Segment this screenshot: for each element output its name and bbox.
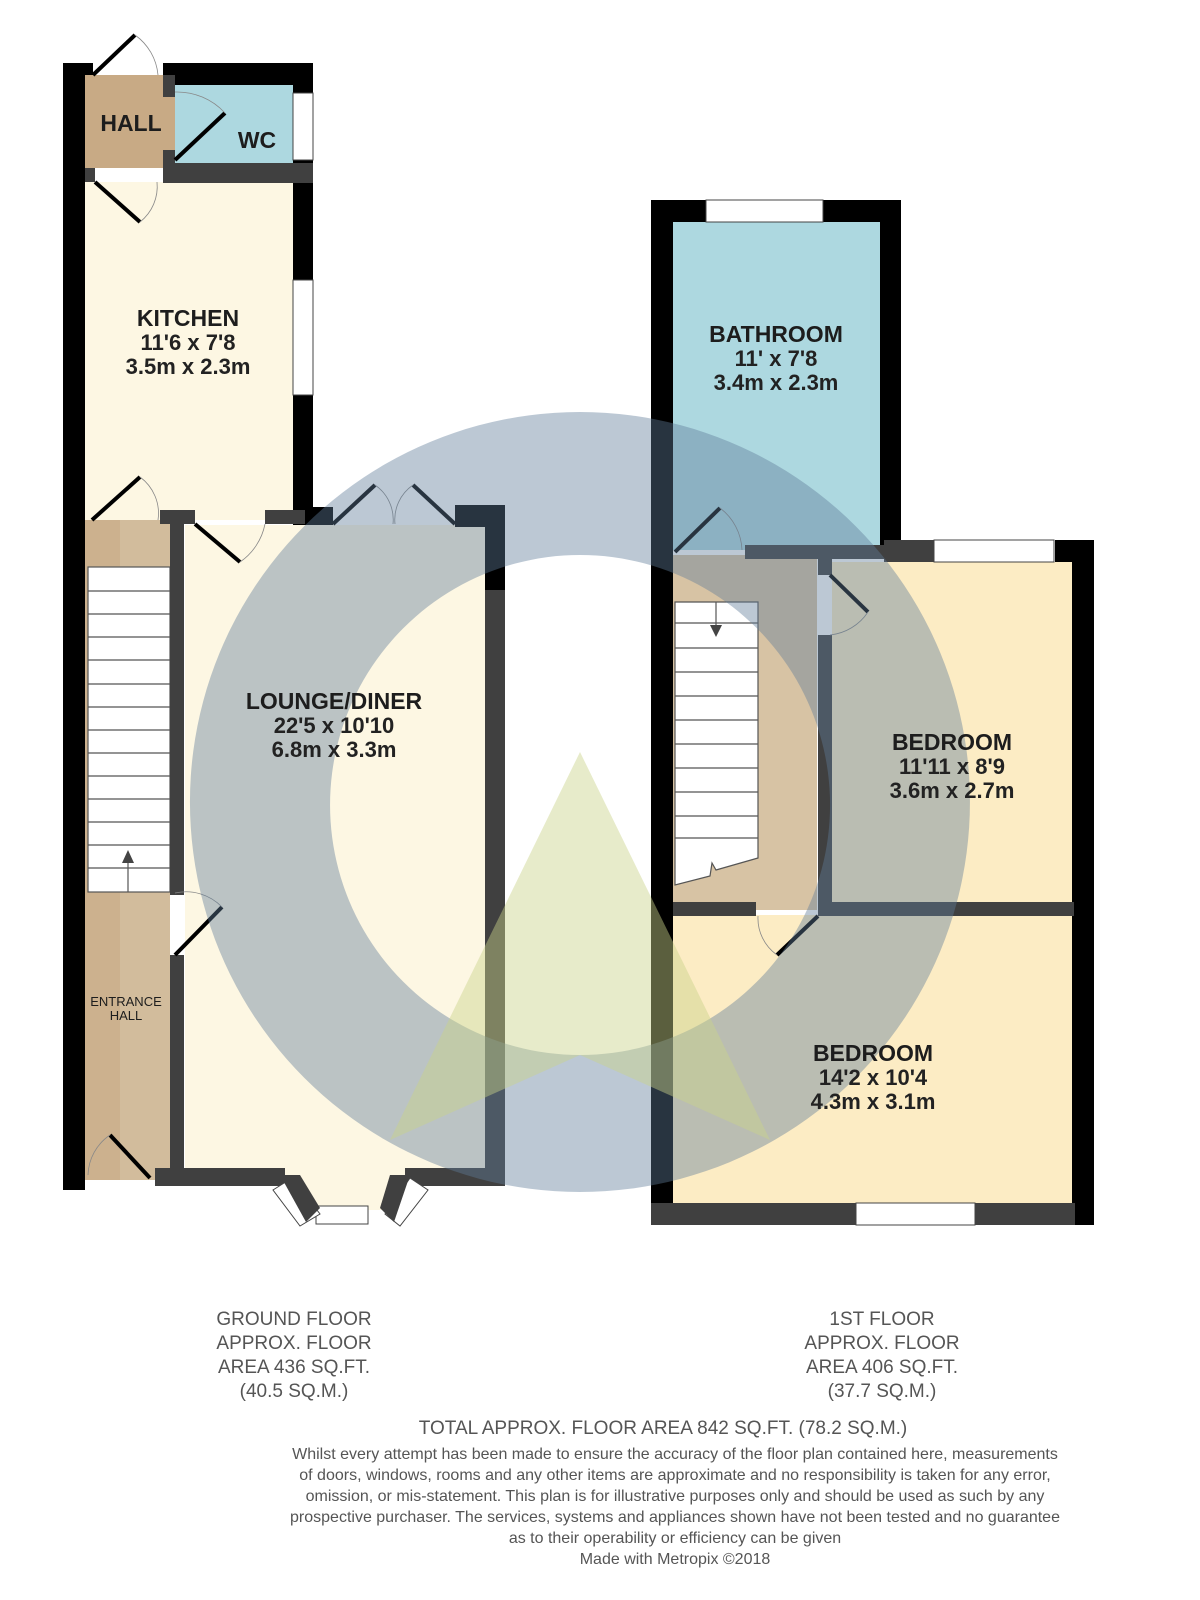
room-dimensions-imperial: 11'6 x 7'8 — [140, 330, 236, 356]
ground-floor-plan — [63, 33, 505, 1227]
room-label-bedroom-large: BEDROOM 14'2 x 10'4 4.3m x 3.1m — [810, 1040, 936, 1115]
bedroom-small-room — [832, 562, 1072, 902]
room-name: BEDROOM — [891, 729, 1013, 755]
first-floor-plan — [651, 199, 1094, 1226]
room-dimensions-metric: 3.5m x 2.3m — [125, 354, 251, 380]
lounge-door — [193, 522, 242, 564]
stairs-ground — [87, 566, 171, 893]
bedroom-large-room — [672, 915, 1072, 1203]
room-dimensions-imperial: 14'2 x 10'4 — [818, 1065, 928, 1091]
room-name: BATHROOM — [709, 321, 843, 347]
kitchen-door-bottom — [90, 475, 142, 522]
caption-area-sqft: AREA 436 SQ.FT. — [217, 1357, 371, 1378]
total-floor-area: TOTAL APPROX. FLOOR AREA 842 SQ.FT. (78.… — [418, 1418, 908, 1439]
lounge-hall-door — [173, 905, 224, 957]
disclaimer-line: Whilst every attempt has been made to en… — [292, 1446, 1058, 1463]
hall-room — [85, 75, 175, 168]
bathroom-window — [705, 199, 824, 223]
room-dimensions-imperial: 11' x 7'8 — [734, 346, 818, 372]
watermark-logo-icon — [189, 412, 970, 1192]
door-swings-first — [719, 507, 869, 956]
room-label-wc: WC — [237, 127, 277, 153]
room-dimensions-metric: 4.3m x 3.1m — [810, 1089, 936, 1115]
room-label-lounge-diner: LOUNGE/DINER 22'5 x 10'10 6.8m x 3.3m — [245, 688, 423, 763]
caption-area-sqm: (40.5 SQ.M.) — [239, 1381, 349, 1402]
wc-room — [175, 85, 295, 168]
ground-floor-caption: GROUND FLOOR APPROX. FLOOR AREA 436 SQ.F… — [216, 1308, 371, 1404]
disclaimer-line: of doors, windows, rooms and any other i… — [299, 1467, 1051, 1484]
first-outer-walls — [651, 200, 1094, 1225]
room-label-bathroom: BATHROOM 11' x 7'8 3.4m x 2.3m — [709, 321, 843, 396]
bedroom-large-window — [855, 1202, 976, 1226]
wc-door — [173, 111, 227, 162]
disclaimer-line: omission, or mis-statement. This plan is… — [305, 1488, 1045, 1505]
caption-area-sqft: AREA 406 SQ.FT. — [805, 1357, 959, 1378]
caption-approx: APPROX. FLOOR — [804, 1333, 960, 1354]
wc-window — [292, 92, 314, 161]
stairs-first — [674, 601, 759, 886]
disclaimer-line: as to their operability or efficiency ca… — [508, 1530, 842, 1547]
ground-inner-walls — [85, 75, 505, 1186]
room-name: WC — [237, 127, 277, 153]
kitchen-room — [85, 182, 295, 520]
stairs-down-arrow-icon — [710, 625, 722, 637]
stairs-up-arrow-icon — [122, 850, 134, 863]
disclaimer-line: prospective purchaser. The services, sys… — [290, 1509, 1060, 1526]
bedroom-small-door — [828, 573, 870, 614]
bathroom-room — [672, 222, 880, 550]
room-label-entrance-hall: ENTRANCE HALL — [90, 994, 162, 1024]
front-back-door — [91, 33, 137, 77]
room-dimensions-metric: 3.4m x 2.3m — [713, 370, 839, 396]
room-dimensions-imperial: 11'11 x 8'9 — [899, 754, 1005, 780]
room-name: KITCHEN — [136, 305, 240, 331]
bay-window-center — [315, 1205, 369, 1225]
first-inner-walls — [651, 540, 1075, 1225]
first-floor-caption: 1ST FLOOR APPROX. FLOOR AREA 406 SQ.FT. … — [804, 1308, 959, 1404]
disclaimer: Whilst every attempt has been made to en… — [220, 1444, 1130, 1570]
bay-window-frame — [280, 1175, 410, 1222]
caption-floor-name: 1ST FLOOR — [829, 1309, 935, 1330]
room-name: BEDROOM — [812, 1040, 934, 1066]
lounge-wall-corner — [305, 507, 333, 525]
first-windows — [705, 199, 1055, 1226]
entrance-door — [108, 1133, 152, 1180]
watermark-triangle — [390, 752, 770, 1140]
room-name-line2: HALL — [109, 1008, 143, 1024]
caption-area-sqm: (37.7 SQ.M.) — [827, 1381, 937, 1402]
room-dimensions-metric: 3.6m x 2.7m — [889, 778, 1015, 804]
caption-floor-name: GROUND FLOOR — [216, 1309, 372, 1330]
kitchen-window — [292, 279, 314, 396]
room-name: HALL — [100, 110, 162, 136]
watermark-ring — [189, 412, 970, 1192]
bathroom-door — [673, 506, 722, 554]
lounge-diner-room — [185, 525, 485, 1175]
french-door-left — [331, 483, 377, 526]
door-swings-ground — [87, 34, 414, 1176]
bedroom-small-window — [933, 539, 1055, 563]
room-dimensions-metric: 6.8m x 3.3m — [271, 737, 397, 763]
room-dimensions-imperial: 22'5 x 10'10 — [273, 713, 395, 739]
ground-doors — [90, 33, 457, 1180]
french-door-right — [411, 483, 457, 526]
credit-text: Made with Metropix ©2018 — [579, 1551, 771, 1568]
floor-plan-drawing — [63, 33, 1094, 1227]
room-label-hall: HALL — [100, 110, 162, 136]
bedroom-large-door — [775, 914, 820, 957]
room-name: LOUNGE/DINER — [245, 688, 423, 714]
room-name: ENTRANCE — [90, 994, 162, 1009]
caption-approx: APPROX. FLOOR — [216, 1333, 372, 1354]
first-doors — [673, 506, 870, 957]
room-label-kitchen: KITCHEN 11'6 x 7'8 3.5m x 2.3m — [125, 305, 251, 380]
kitchen-door-top — [93, 180, 142, 224]
ground-outer-walls — [63, 63, 505, 1190]
room-label-bedroom-small: BEDROOM 11'11 x 8'9 3.6m x 2.7m — [889, 729, 1015, 804]
